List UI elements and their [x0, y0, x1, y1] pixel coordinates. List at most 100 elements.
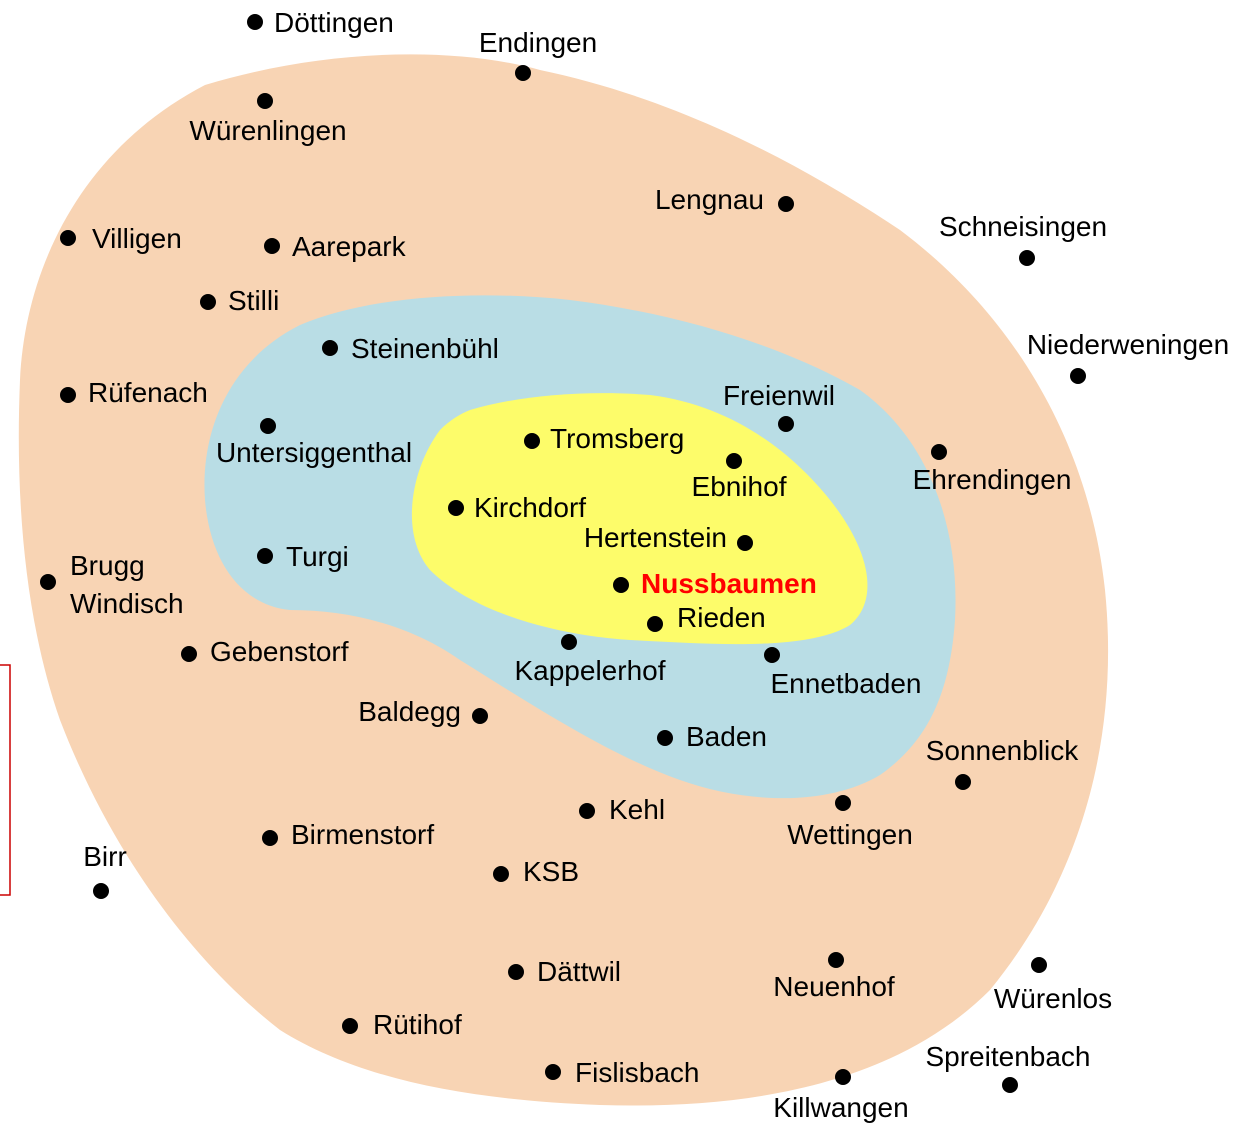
- place-marker: [835, 1069, 851, 1085]
- place-schneisingen: Schneisingen: [939, 211, 1107, 266]
- place-marker: [260, 418, 276, 434]
- place-label: Birr: [83, 841, 127, 872]
- place-label: Wettingen: [787, 819, 913, 850]
- place-label: Niederweningen: [1027, 329, 1229, 360]
- place-label: Aarepark: [292, 231, 407, 262]
- place-marker: [262, 830, 278, 846]
- place-villigen: Villigen: [60, 223, 182, 254]
- place-brugg: Brugg: [40, 550, 145, 590]
- place-marker: [342, 1018, 358, 1034]
- place-baldegg: Baldegg: [358, 696, 488, 727]
- place-label: Döttingen: [274, 7, 394, 38]
- place-daettwil: Dättwil: [508, 956, 621, 987]
- place-label: Fislisbach: [575, 1057, 699, 1088]
- place-marker: [472, 708, 488, 724]
- place-marker: [726, 453, 742, 469]
- place-label: Brugg: [70, 550, 145, 581]
- place-marker: [322, 340, 338, 356]
- place-marker: [200, 294, 216, 310]
- place-marker: [247, 14, 263, 30]
- place-wuerenlos: Würenlos: [994, 957, 1112, 1014]
- place-label: Windisch: [70, 588, 184, 619]
- place-hertenstein: Hertenstein: [584, 522, 753, 553]
- place-marker: [1019, 250, 1035, 266]
- place-label: Kirchdorf: [474, 492, 586, 523]
- place-label: Schneisingen: [939, 211, 1107, 242]
- place-neuenhof: Neuenhof: [773, 952, 895, 1002]
- place-label: Ennetbaden: [770, 668, 921, 699]
- place-marker: [257, 93, 273, 109]
- place-markers: DöttingenEndingenWürenlingenLengnauSchne…: [40, 7, 1229, 1123]
- place-marker: [1031, 957, 1047, 973]
- place-birr: Birr: [83, 841, 127, 899]
- place-label: Rieden: [677, 602, 766, 633]
- place-label: Ehrendingen: [913, 464, 1072, 495]
- place-label: Freienwil: [723, 380, 835, 411]
- place-ruetihof: Rütihof: [342, 1009, 462, 1040]
- place-marker: [60, 230, 76, 246]
- place-aarepark: Aarepark: [264, 231, 407, 262]
- place-label: Tromsberg: [550, 423, 684, 454]
- place-marker: [448, 500, 464, 516]
- place-center: Nussbaumen: [613, 568, 817, 599]
- place-sonnenblick: Sonnenblick: [926, 735, 1080, 790]
- place-marker: [1002, 1077, 1018, 1093]
- place-tromsberg: Tromsberg: [524, 423, 684, 454]
- place-marker: [545, 1064, 561, 1080]
- place-label: Lengnau: [655, 184, 764, 215]
- place-label: Ebnihof: [692, 471, 787, 502]
- place-turgi: Turgi: [257, 541, 349, 572]
- place-label: Gebenstorf: [210, 636, 349, 667]
- place-marker: [508, 964, 524, 980]
- place-rieden: Rieden: [647, 602, 766, 633]
- place-label: Villigen: [92, 223, 182, 254]
- place-ruefenach: Rüfenach: [60, 377, 208, 408]
- place-lengnau: Lengnau: [655, 184, 794, 215]
- place-label: Steinenbühl: [351, 333, 499, 364]
- place-label: Würenlingen: [189, 115, 346, 146]
- place-marker: [60, 387, 76, 403]
- place-endingen: Endingen: [479, 27, 597, 81]
- place-gebenstorf: Gebenstorf: [181, 636, 349, 667]
- place-marker: [257, 548, 273, 564]
- place-marker: [493, 866, 509, 882]
- place-marker: [579, 803, 595, 819]
- place-label: Baldegg: [358, 696, 461, 727]
- place-kappelerhof: Kappelerhof: [514, 634, 666, 686]
- place-marker: [778, 416, 794, 432]
- place-label: Kehl: [609, 794, 665, 825]
- place-ehrendingen: Ehrendingen: [913, 444, 1072, 495]
- place-marker: [264, 238, 280, 254]
- place-label: Würenlos: [994, 983, 1112, 1014]
- inner-zone: [411, 393, 868, 645]
- place-label: KSB: [523, 856, 579, 887]
- place-label: Untersiggenthal: [216, 437, 412, 468]
- place-untersiggenthal: Untersiggenthal: [216, 418, 412, 468]
- place-ksb: KSB: [493, 856, 579, 887]
- place-marker: [764, 647, 780, 663]
- place-marker: [657, 730, 673, 746]
- place-marker: [561, 634, 577, 650]
- place-marker: [524, 433, 540, 449]
- place-steinenbuehl: Steinenbühl: [322, 333, 499, 364]
- place-freienwil: Freienwil: [723, 380, 835, 432]
- place-label: Stilli: [228, 285, 279, 316]
- place-killwangen: Killwangen: [773, 1069, 909, 1123]
- place-label: Neuenhof: [773, 971, 895, 1002]
- place-windisch: Windisch: [70, 588, 184, 619]
- place-doettingen: Döttingen: [247, 7, 394, 38]
- place-label: Hertenstein: [584, 522, 727, 553]
- place-marker: [737, 535, 753, 551]
- place-label: Birmenstorf: [291, 819, 434, 850]
- place-spreitenbach: Spreitenbach: [925, 1041, 1091, 1093]
- place-ebnihof: Ebnihof: [692, 453, 787, 502]
- place-wuerenlingen: Würenlingen: [189, 93, 347, 146]
- center-marker: [613, 577, 629, 593]
- place-birmenstorf: Birmenstorf: [262, 819, 434, 850]
- place-label: Sonnenblick: [926, 735, 1080, 766]
- place-label: Killwangen: [773, 1092, 908, 1123]
- frame-edge: [0, 664, 11, 896]
- place-wettingen: Wettingen: [787, 795, 913, 850]
- place-marker: [40, 574, 56, 590]
